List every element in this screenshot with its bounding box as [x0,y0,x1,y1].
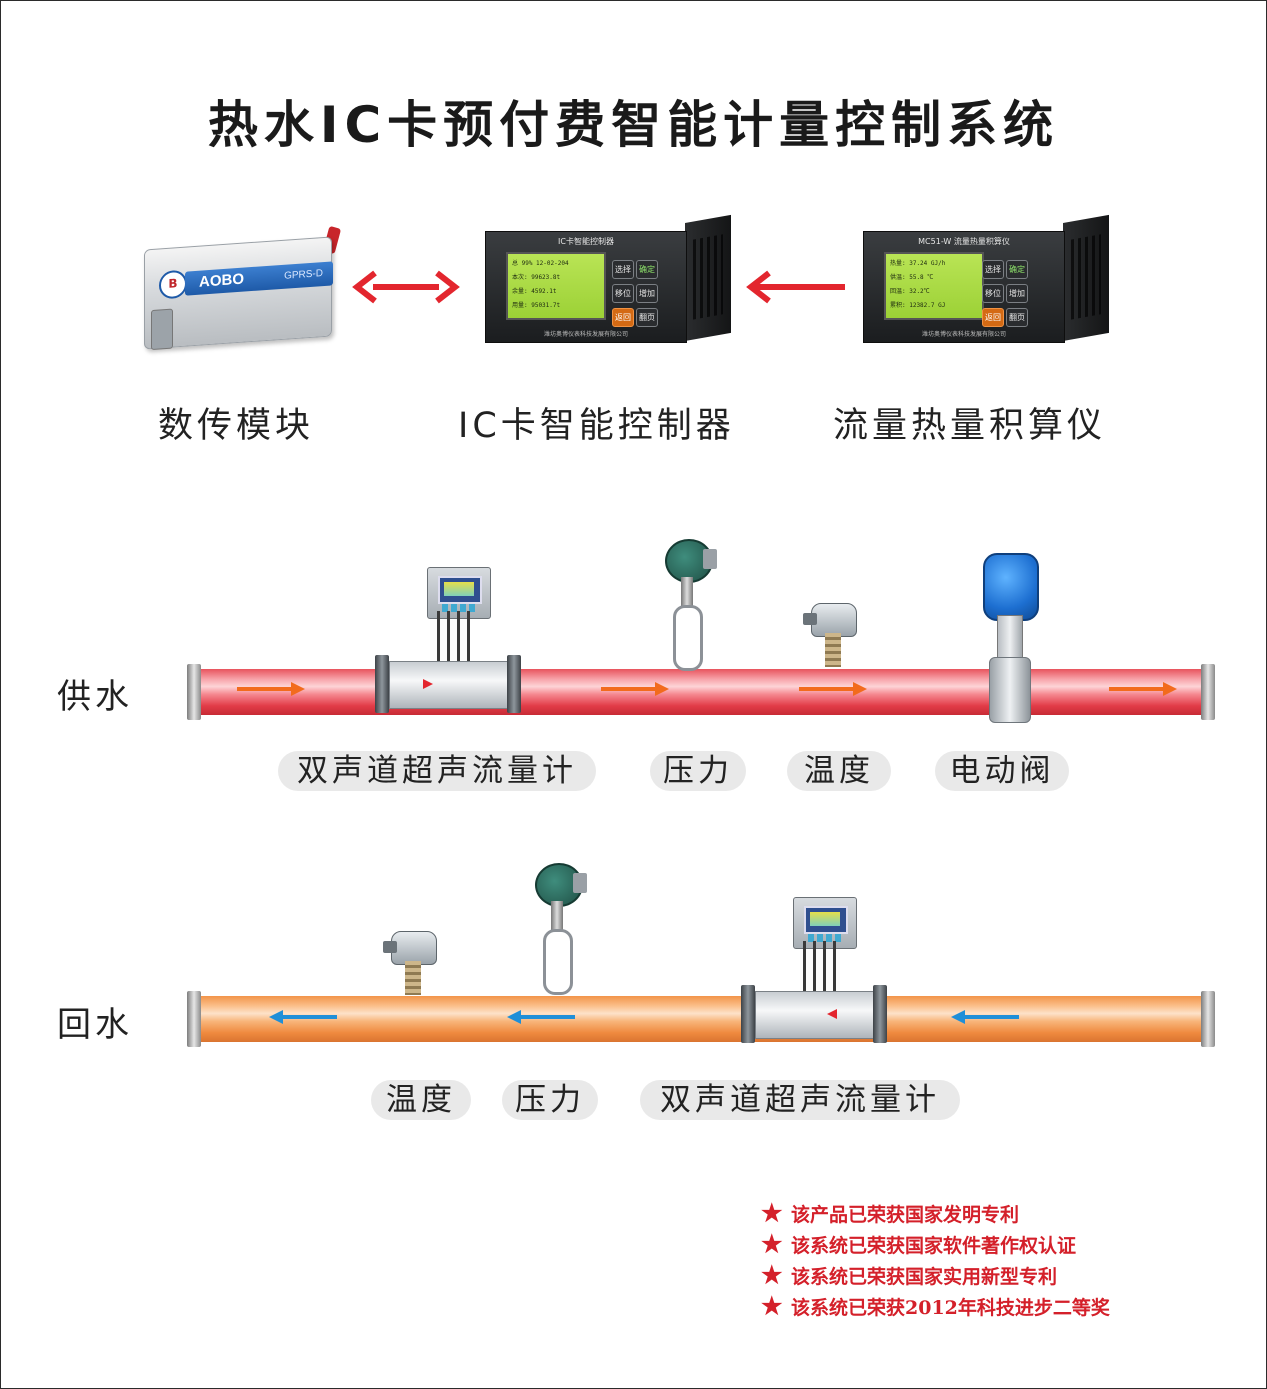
flow-arrow-left-icon [269,1013,337,1021]
pipe-end-cap [1201,664,1215,720]
panel-face: IC卡智能控制器 总 99% 12-02-204 本次: 99623.8t 余量… [485,231,687,343]
pill-label: 压力 [650,751,746,791]
flowmeter-spool-body [755,991,875,1039]
brand-logo-icon: B [159,270,187,300]
note-text: 该系统已荣获国家实用新型专利 [791,1266,1057,1288]
supply-label: 供水 [57,669,133,718]
lcd-row: 余量: 4592.1t [512,286,600,296]
note-item: ★该系统已荣获国家软件著作权认证 [761,1228,1110,1259]
lcd-row: 总 99% 12-02-204 [512,258,600,268]
note-item: ★该系统已荣获国家实用新型专利 [761,1259,1110,1290]
controller-label: IC卡智能控制器 [458,397,735,448]
transducer-cables [803,941,843,991]
lcd-row: 回温: 32.2℃ [890,286,978,296]
lcd-row: 供温: 55.8 ℃ [890,272,978,282]
shift-button: 移位 [612,284,634,303]
transducer-cables [437,611,477,661]
gprs-module-body: B AOBO GPRS-D [144,236,332,349]
star-icon: ★ [761,1228,791,1259]
note-item: ★该产品已荣获国家发明专利 [761,1197,1110,1228]
ultrasonic-flowmeter-icon [741,985,891,1045]
note-text: 该系统已荣获国家软件著作权认证 [791,1235,1076,1257]
lcd-row: 累积: 12382.7 GJ [890,300,978,310]
flow-arrow-right-icon [799,685,867,693]
gprs-model: GPRS-D [284,268,323,282]
panel-side [685,215,731,341]
note-item: ★该系统已荣获2012年科技进步二等奖 [761,1290,1110,1321]
pill-label: 电动阀 [935,751,1069,791]
vent-slots [693,234,723,319]
ic-card-controller: IC卡智能控制器 总 99% 12-02-204 本次: 99623.8t 余量… [485,223,731,339]
pipe-end-cap [1201,991,1215,1047]
flange [507,655,521,713]
bidirectional-arrow-icon [351,269,461,305]
gprs-brand: AOBO [199,271,244,291]
panel-footer: 潍坊奥博仪表科技发展有限公司 [864,329,1064,338]
vent-slots [1071,234,1101,319]
pipe-end-cap [187,664,201,720]
increase-button: 增加 [1006,284,1028,303]
mini-arrow-icon [827,1009,837,1019]
confirm-button: 确定 [1006,260,1028,279]
page-button: 翻页 [636,308,658,327]
panel-title: MC51-W 流量热量积算仪 [864,236,1064,247]
flow-arrow-left-icon [507,1013,575,1021]
back-button: 返回 [982,308,1004,327]
pill-label: 双声道超声流量计 [278,751,596,791]
page-title: 热水IC卡预付费智能计量控制系统 [1,85,1266,157]
star-icon: ★ [761,1197,791,1228]
star-icon: ★ [761,1290,791,1321]
increase-button: 增加 [636,284,658,303]
panel-face: MC51-W 流量热量积算仪 热量: 37.24 GJ/h 供温: 55.8 ℃… [863,231,1065,343]
flow-arrow-left-icon [951,1013,1019,1021]
shift-button: 移位 [982,284,1004,303]
gprs-module: B AOBO GPRS-D [136,227,336,351]
lcd-screen: 总 99% 12-02-204 本次: 99623.8t 余量: 4592.1t… [506,252,606,320]
pill-label: 双声道超声流量计 [640,1080,960,1120]
flowmeter-spool-body [389,661,509,709]
confirm-button: 确定 [636,260,658,279]
ultrasonic-flowmeter-icon [375,655,525,715]
pipe-end-cap [187,991,201,1047]
panel-side [1063,215,1109,341]
note-text: 该产品已荣获国家发明专利 [791,1204,1019,1226]
arrow-left-icon [745,269,845,305]
lcd-row: 用量: 95031.7t [512,300,600,310]
page-button: 翻页 [1006,308,1028,327]
flange [873,985,887,1043]
panel-title: IC卡智能控制器 [486,236,686,247]
return-label: 回水 [57,997,133,1046]
back-button: 返回 [612,308,634,327]
lcd-row: 热量: 37.24 GJ/h [890,258,978,268]
lcd-screen: 热量: 37.24 GJ/h 供温: 55.8 ℃ 回温: 32.2℃ 累积: … [884,252,984,320]
pill-label: 温度 [371,1080,471,1120]
select-button: 选择 [612,260,634,279]
serial-port-icon [151,309,173,351]
flow-arrow-right-icon [601,685,669,693]
flange [741,985,755,1043]
return-pipe [197,996,1213,1042]
pill-label: 压力 [502,1080,598,1120]
flange [375,655,389,713]
pill-label: 温度 [787,751,891,791]
flow-arrow-right-icon [1109,685,1177,693]
lcd-row: 本次: 99623.8t [512,272,600,282]
note-text: 该系统已荣获2012年科技进步二等奖 [791,1297,1110,1319]
flow-arrow-right-icon [237,685,305,693]
panel-footer: 潍坊奥博仪表科技发展有限公司 [486,329,686,338]
supply-pipe [197,669,1213,715]
gprs-module-band: AOBO GPRS-D [185,261,333,295]
calculator-label: 流量热量积算仪 [833,397,1106,448]
mini-arrow-icon [423,679,433,689]
star-icon: ★ [761,1259,791,1290]
gprs-module-label: 数传模块 [158,397,314,448]
select-button: 选择 [982,260,1004,279]
award-notes: ★该产品已荣获国家发明专利 ★该系统已荣获国家软件著作权认证 ★该系统已荣获国家… [761,1197,1110,1321]
flow-heat-calculator: MC51-W 流量热量积算仪 热量: 37.24 GJ/h 供温: 55.8 ℃… [863,223,1109,339]
